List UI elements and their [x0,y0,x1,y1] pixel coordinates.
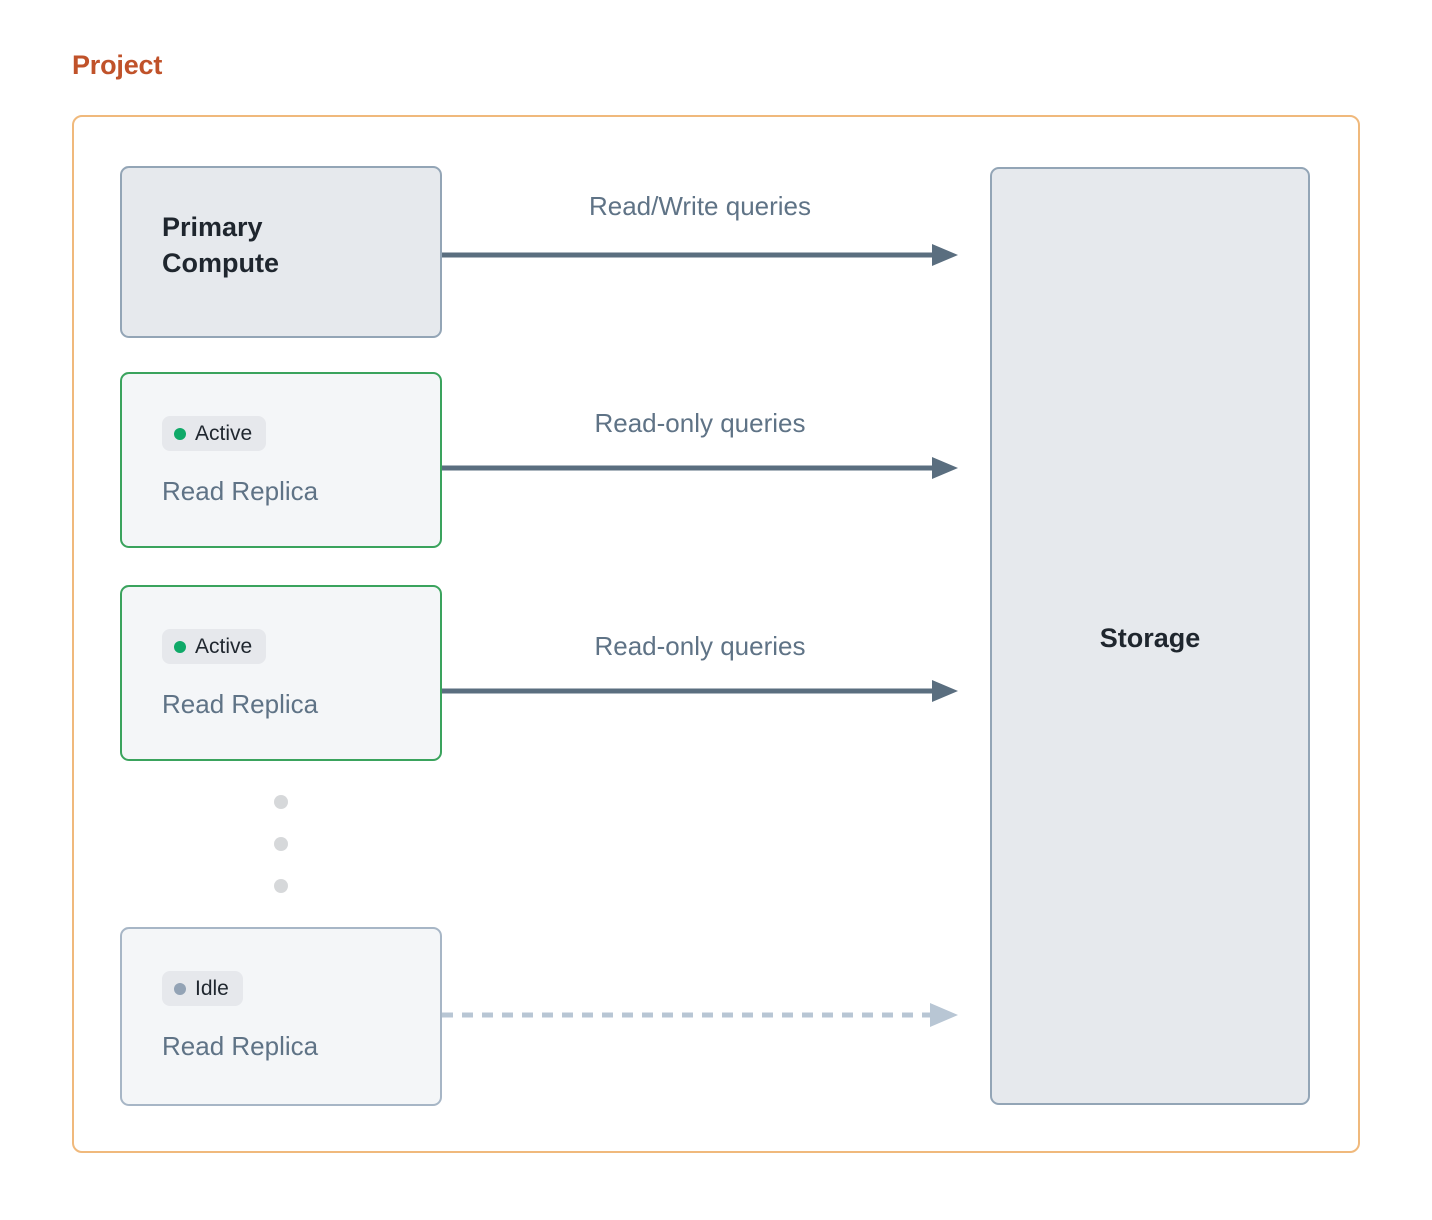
connector-label-read-only-2: Read-only queries [594,631,806,661]
connector-label-read-only-1: Read-only queries [594,408,806,438]
status-badge-label: Active [195,422,253,445]
primary-compute-line-2: Compute [162,247,279,278]
status-badge-active-1: Active [162,416,267,451]
ellipsis-dot [274,837,288,851]
connector-arrow-replica-2-to-storage [442,680,958,702]
primary-compute-line-1: Primary [162,212,263,242]
status-badge-idle: Idle [162,971,243,1006]
ellipsis-more-replicas-icon [274,795,290,905]
page-title: Project [72,50,163,80]
gray-dot-icon [174,982,186,995]
connector-arrow-replica-1-to-storage [442,457,958,479]
node-read-replica-1[interactable]: Active Read Replica [120,372,442,548]
node-read-replica-1-label: Read Replica [162,476,319,506]
ellipsis-dot [274,795,288,809]
connector-label-read-write: Read/Write queries [588,191,812,221]
status-badge-label: Active [195,635,253,658]
node-read-replica-2[interactable]: Active Read Replica [120,585,442,761]
ellipsis-dot [274,879,288,893]
status-badge-active-2: Active [162,629,267,664]
node-read-replica-3-label: Read Replica [162,1031,319,1061]
green-dot-icon [174,427,186,440]
node-read-replica-3[interactable]: Idle Read Replica [120,927,442,1106]
green-dot-icon [174,640,186,653]
status-badge-label: Idle [195,977,229,1000]
node-storage-title: Storage [1099,623,1201,653]
node-read-replica-2-label: Read Replica [162,689,319,719]
connector-arrow-primary-to-storage [442,244,958,266]
node-storage[interactable]: Storage [990,167,1310,1105]
connector-arrow-replica-3-to-storage-dashed [442,1003,958,1027]
